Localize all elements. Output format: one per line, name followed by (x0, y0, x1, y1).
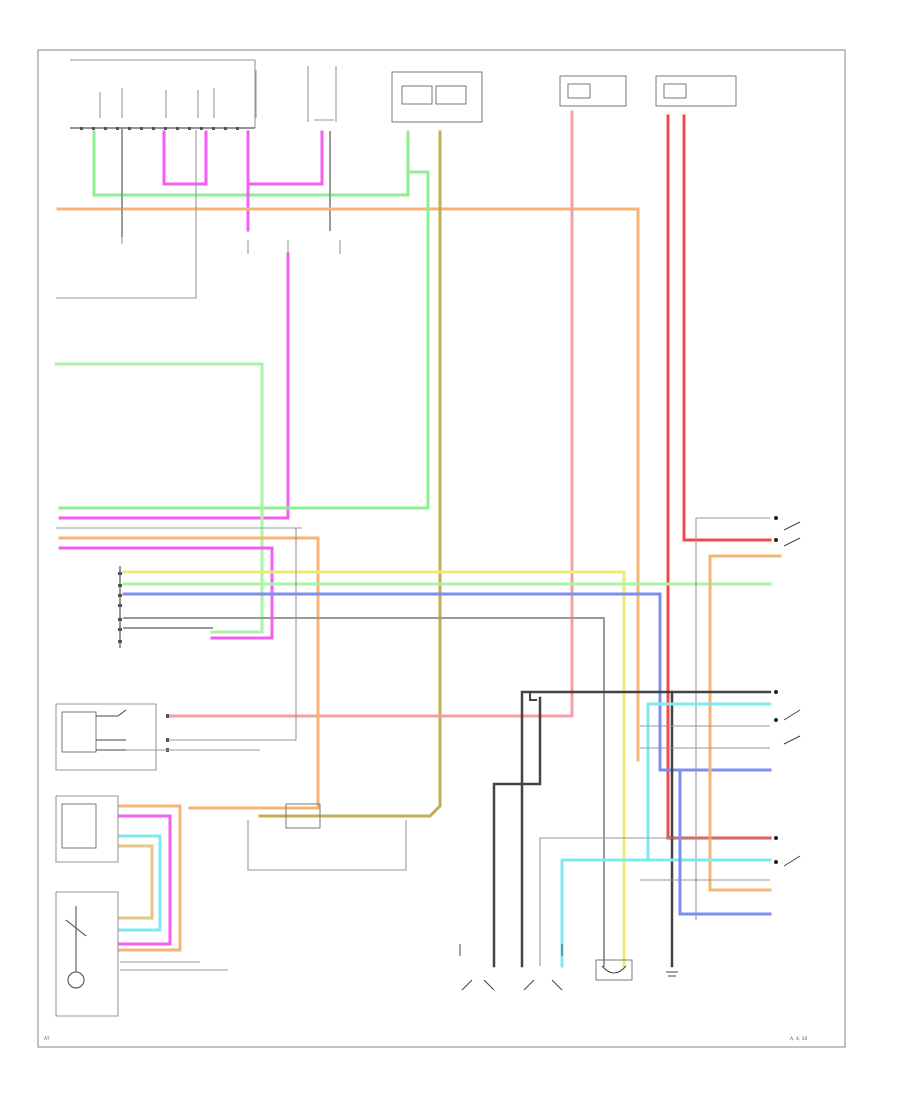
wire-magenta-long (58, 252, 290, 520)
wire-orange-top (56, 207, 640, 762)
wire-green-fuse (58, 170, 430, 510)
pcm-connector (118, 566, 122, 648)
wire-blue-low (678, 768, 772, 916)
center-bottom-box (247, 803, 407, 871)
wire-yellow (122, 570, 626, 968)
switch-group-low (774, 836, 801, 867)
wire-olive-center (258, 130, 442, 818)
left-connector-stack (56, 527, 320, 810)
wire-pink-right (166, 110, 574, 718)
bottom-component-1 (459, 944, 495, 991)
wire-orange-low (118, 804, 182, 952)
diagram-border (37, 49, 846, 1048)
wire-red-2 (682, 114, 772, 542)
fuse-block-center (391, 71, 483, 123)
wire-green-mid (54, 362, 264, 634)
top-left-connector (70, 59, 257, 130)
fuse-block-right-1 (559, 75, 627, 107)
wire-tan-low (118, 844, 154, 920)
wire-magenta-low (118, 814, 172, 946)
note-bottom-left: AT (44, 1036, 50, 1042)
top-center-left-component (307, 66, 337, 122)
switch-group-top (695, 516, 801, 920)
wires-top (56, 129, 640, 762)
bottom-component-2 (521, 944, 563, 991)
wire-cyan-right (646, 702, 772, 862)
wire-black-1 (520, 690, 772, 968)
bottom-component-3 (595, 959, 633, 981)
note-bottom-right: A, 4, 10 (790, 1036, 808, 1042)
wire-blue (122, 592, 772, 772)
wire-magenta-top (162, 130, 208, 186)
switch-box-bottom-left (55, 891, 119, 1017)
module-box-left (55, 795, 119, 863)
wire-cyan-low (118, 834, 162, 932)
wire-green-top (92, 130, 410, 197)
relay-box (55, 703, 169, 771)
fuse-block-right-2 (655, 75, 737, 107)
switch-group-mid (774, 690, 801, 745)
ground-symbol (666, 971, 678, 977)
